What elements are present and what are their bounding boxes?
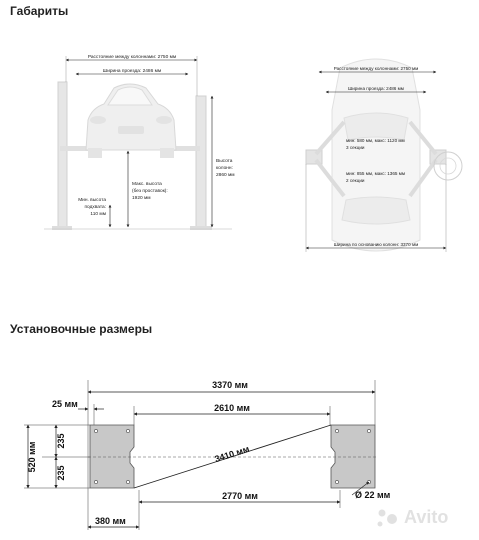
arm-3sec-l1: мин: 580 мм, макс: 1120 мм xyxy=(346,138,405,143)
arm-rear-right xyxy=(408,158,438,198)
inner-bottom-label: 2770 мм xyxy=(222,491,258,501)
arm-2sec-l1: мин: 855 мм, макс: 1365 мм xyxy=(346,171,405,176)
right-column xyxy=(195,95,207,229)
install-title: Установочные размеры xyxy=(10,322,153,336)
inner-top-label: 2610 мм xyxy=(214,403,250,413)
top-view: Расстояние между колоннами: 2750 мм Шири… xyxy=(305,58,463,252)
arm-2sec-l2: 2 секции xyxy=(346,178,365,183)
height-total-label: 520 мм xyxy=(27,441,37,472)
min-pad-l2: подхвата: xyxy=(84,205,106,210)
left-column-base xyxy=(52,226,72,230)
arm-front-right xyxy=(408,120,438,156)
hole-leader xyxy=(351,481,370,496)
max-height-l3: 1920 мм xyxy=(132,195,151,201)
front-drive-width-label: Ширина проезда: 2486 мм xyxy=(103,68,161,74)
offset-left-label: 25 мм xyxy=(52,399,78,409)
right-column-base xyxy=(190,226,212,230)
avito-logo-text: Avito xyxy=(404,507,448,527)
right-base-plate xyxy=(330,424,376,489)
car-front-silhouette xyxy=(85,83,177,158)
half-bottom-label: 235 xyxy=(56,465,66,480)
left-column xyxy=(57,81,68,229)
column-height-l3: 2860 мм xyxy=(216,172,235,178)
half-top-label: 235 xyxy=(56,433,66,448)
right-arm xyxy=(170,146,200,151)
max-height-l2: (без проставок): xyxy=(132,188,168,194)
top-drive-width-label: Ширина проезда: 2486 мм xyxy=(348,86,404,91)
avito-watermark: Avito xyxy=(377,507,448,527)
arm-front-left xyxy=(314,120,346,156)
left-arm xyxy=(60,146,90,151)
max-height-l1: Макс. высота xyxy=(132,181,162,187)
install-diagram: 3370 мм 25 мм 2610 мм 3410 мм 2770 мм 38… xyxy=(24,380,391,530)
hole-diameter-label: Ø 22 мм xyxy=(355,490,391,500)
left-base-plate xyxy=(89,424,135,489)
base-width-label: Ширина по основанию колонн: 3370 мм xyxy=(334,242,419,247)
diagonal-label: 3410 мм xyxy=(213,444,251,465)
dimensions-title: Габариты xyxy=(10,4,69,18)
diagonal-line xyxy=(133,424,332,489)
column-height-l2: колонн: xyxy=(216,166,233,171)
front-view: Расстояние между колоннами: 2750 мм Шири… xyxy=(44,54,235,230)
bolt-holes xyxy=(94,429,371,484)
arm-3sec-l2: 3 секции xyxy=(346,145,365,150)
arm-rear-left xyxy=(314,158,346,198)
front-between-columns-label: Расстояние между колоннами: 2750 мм xyxy=(88,54,176,60)
total-length-label: 3370 мм xyxy=(212,380,248,390)
column-height-l1: Высота xyxy=(216,158,233,164)
base-left-label: 380 мм xyxy=(95,516,126,526)
top-between-columns-label: Расстояние между колоннами: 2750 мм xyxy=(334,66,419,71)
brand-seal-icon xyxy=(433,151,463,181)
min-pad-l3: 110 мм xyxy=(90,211,106,217)
min-pad-l1: Мин. высота xyxy=(78,197,106,203)
